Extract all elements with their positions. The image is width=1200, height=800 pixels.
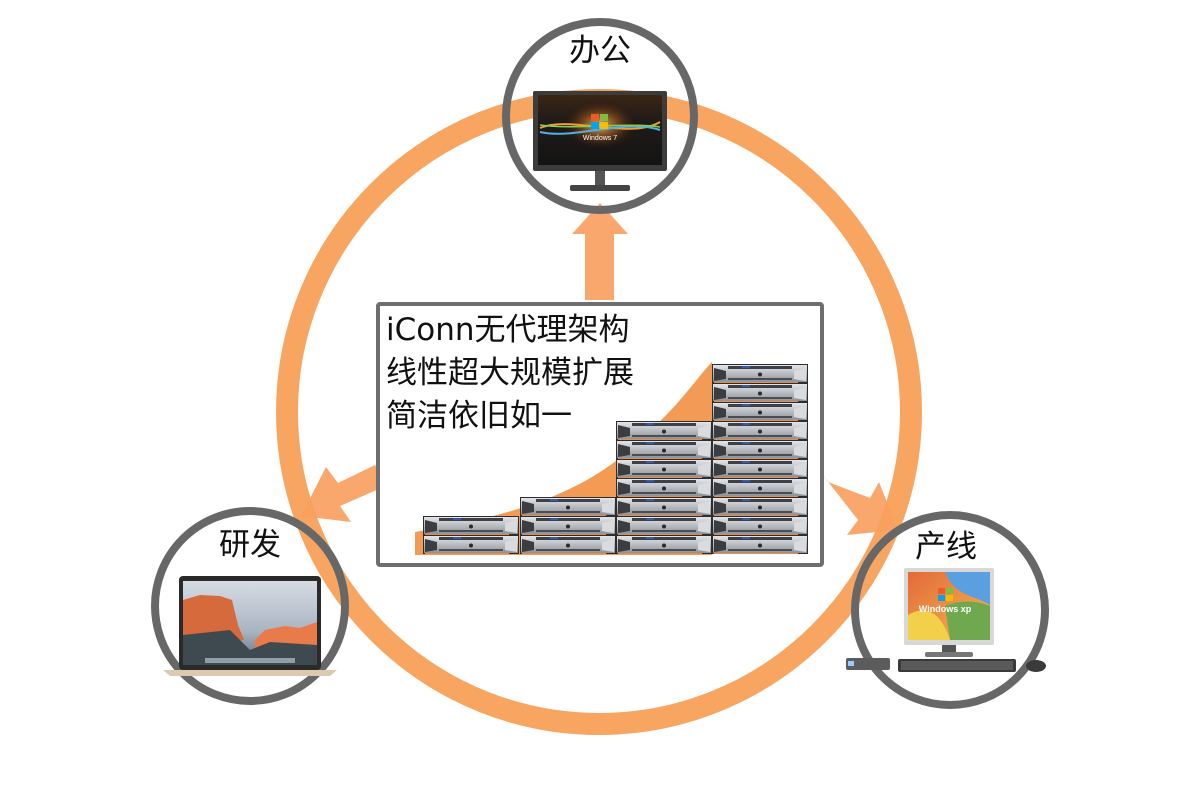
server-unit bbox=[712, 402, 808, 421]
headline-line-3: 简洁依旧如一 bbox=[386, 398, 572, 434]
headline-line-2: 线性超大规模扩展 bbox=[386, 355, 634, 391]
server-unit bbox=[712, 440, 808, 459]
server-unit bbox=[712, 383, 808, 402]
desktop-pc-icon: Windows xp bbox=[846, 568, 1046, 672]
node-label-rnd: 研发 bbox=[219, 527, 281, 563]
headline-line-1: iConn无代理架构 bbox=[386, 312, 630, 348]
server-stacks bbox=[423, 364, 808, 554]
server-unit bbox=[616, 535, 712, 554]
server-unit bbox=[712, 535, 808, 554]
server-unit bbox=[423, 516, 519, 535]
node-label-office: 办公 bbox=[569, 33, 631, 69]
server-unit bbox=[712, 516, 808, 535]
os-label-production: Windows xp bbox=[919, 604, 972, 614]
server-unit bbox=[712, 478, 808, 497]
server-unit bbox=[616, 440, 712, 459]
server-unit bbox=[616, 459, 712, 478]
server-unit bbox=[423, 535, 519, 554]
arrow-to-production bbox=[815, 465, 898, 535]
server-unit bbox=[616, 516, 712, 535]
server-unit bbox=[520, 535, 616, 554]
os-label-office: Windows 7 bbox=[583, 135, 617, 142]
arrow-to-rnd bbox=[301, 465, 388, 522]
server-unit bbox=[616, 497, 712, 516]
server-unit bbox=[520, 516, 616, 535]
node-production: Windows xp bbox=[846, 511, 1049, 709]
server-unit bbox=[712, 497, 808, 516]
node-office: Windows 7 bbox=[502, 18, 698, 214]
server-unit bbox=[616, 478, 712, 497]
monitor-icon: Windows 7 bbox=[533, 91, 667, 191]
server-unit bbox=[712, 364, 808, 383]
server-unit bbox=[712, 421, 808, 440]
server-unit bbox=[712, 459, 808, 478]
server-unit bbox=[520, 497, 616, 516]
node-rnd bbox=[151, 507, 349, 705]
node-label-production: 产线 bbox=[915, 529, 977, 565]
arrow-to-office bbox=[572, 203, 628, 300]
laptop-icon bbox=[163, 576, 337, 676]
server-unit bbox=[616, 421, 712, 440]
